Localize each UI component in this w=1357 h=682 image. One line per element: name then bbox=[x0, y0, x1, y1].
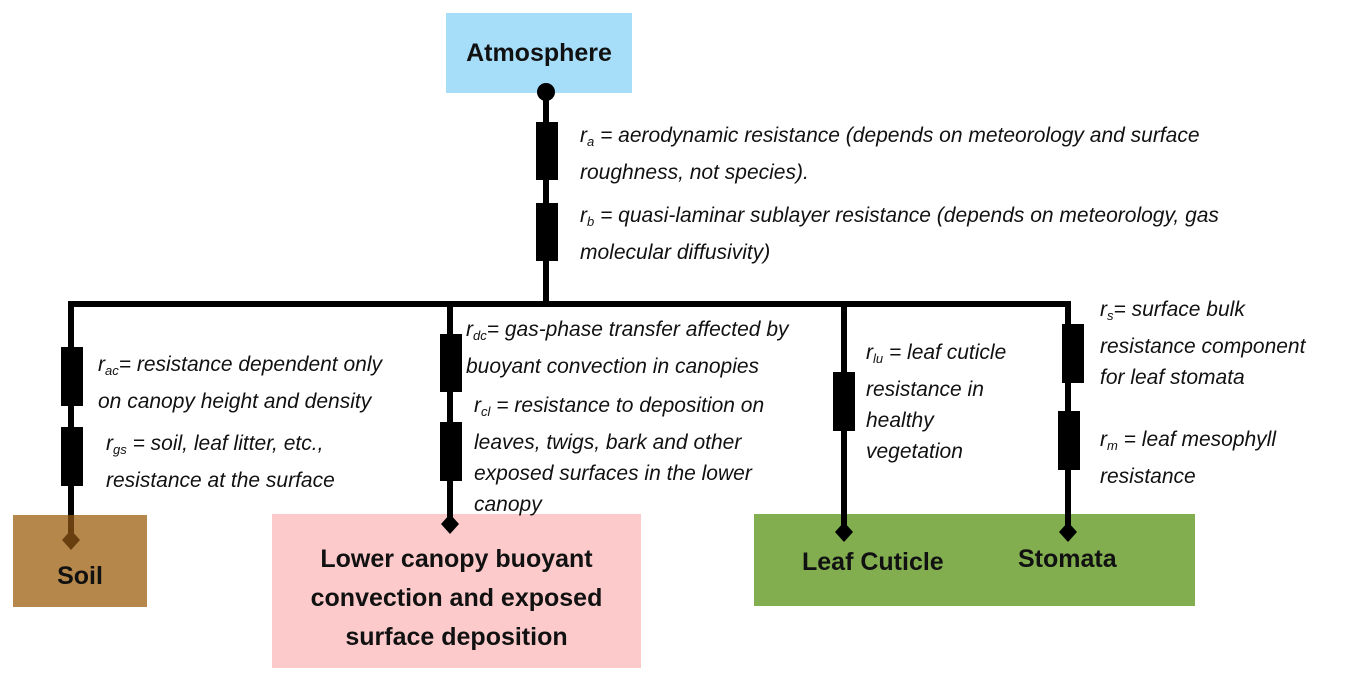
soil-terminal-diamond bbox=[62, 530, 80, 550]
leaf-cuticle-terminal-diamond bbox=[835, 522, 853, 542]
label-rdc: rdc= gas-phase transfer affected by buoy… bbox=[466, 318, 789, 378]
resistor-rdc bbox=[440, 334, 462, 392]
label-ra: ra = aerodynamic resistance (depends on … bbox=[580, 124, 1200, 184]
label-rm: rm = leaf mesophyll resistance bbox=[1100, 428, 1277, 488]
soil-node: Soil bbox=[13, 515, 147, 607]
stomata-label: Stomata bbox=[1018, 545, 1117, 573]
resistor-rac bbox=[61, 347, 83, 406]
vegetation-node bbox=[754, 514, 1195, 606]
stomata-terminal-diamond bbox=[1059, 522, 1077, 542]
label-rcl: rcl = resistance to deposition on leaves… bbox=[474, 394, 765, 516]
atmosphere-label: Atmosphere bbox=[466, 38, 612, 67]
lower-canopy-terminal-diamond bbox=[441, 514, 459, 534]
label-rb: rb = quasi-laminar sublayer resistance (… bbox=[580, 204, 1219, 264]
resistor-ra bbox=[536, 122, 558, 180]
soil-label: Soil bbox=[57, 561, 103, 590]
resistor-rs bbox=[1062, 324, 1084, 383]
lower-canopy-node: Lower canopy buoyant convection and expo… bbox=[272, 514, 641, 668]
resistor-rlu bbox=[833, 372, 855, 431]
resistor-rcl bbox=[440, 422, 462, 481]
lower-canopy-label: Lower canopy buoyant convection and expo… bbox=[310, 544, 603, 651]
atmosphere-node: Atmosphere bbox=[446, 13, 632, 93]
label-rgs: rgs = soil, leaf litter, etc., resistanc… bbox=[106, 432, 335, 492]
label-rlu: rlu = leaf cuticle resistance in healthy… bbox=[866, 341, 1007, 463]
label-rac: rac= resistance dependent only on canopy… bbox=[98, 353, 383, 413]
resistor-rb bbox=[536, 203, 558, 261]
resistor-rm bbox=[1058, 411, 1080, 470]
label-rs: rs= surface bulk resistance component fo… bbox=[1100, 298, 1306, 389]
resistor-rgs bbox=[61, 427, 83, 486]
leaf-cuticle-label: Leaf Cuticle bbox=[802, 548, 944, 576]
